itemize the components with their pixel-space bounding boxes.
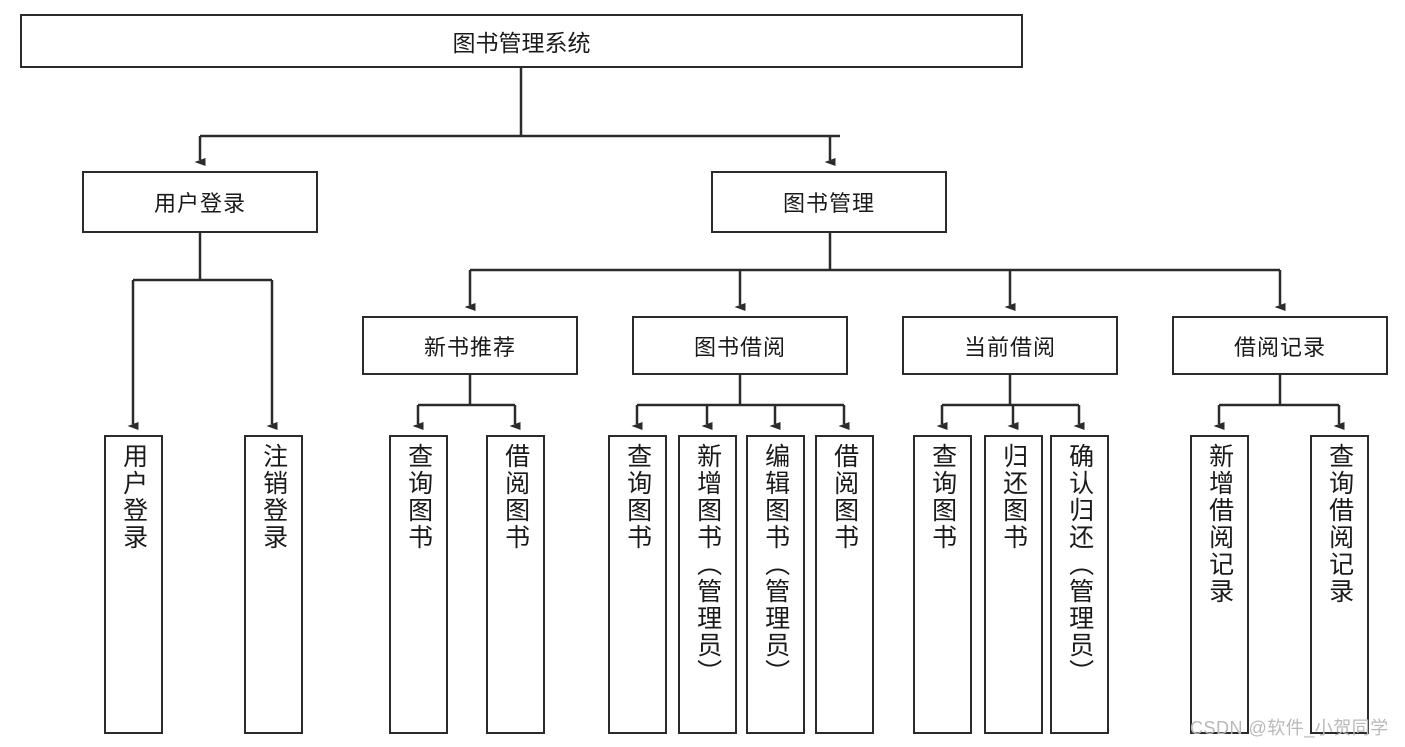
leaf-borrow-book-recommend[interactable]: 借阅图书 — [486, 435, 545, 734]
leaf-confirm-return-admin[interactable]: 确认归还（管理员） — [1050, 435, 1109, 734]
node-label: 归还图书 — [999, 443, 1028, 551]
leaf-query-book-borrow[interactable]: 查询图书 — [608, 435, 667, 734]
node-label: 借阅图书 — [501, 443, 530, 551]
leaf-edit-book-admin[interactable]: 编辑图书（管理员） — [746, 435, 805, 734]
node-label: 查询借阅记录 — [1325, 443, 1354, 605]
node-label: 编辑图书（管理员） — [761, 443, 790, 686]
leaf-query-borrow-record[interactable]: 查询借阅记录 — [1310, 435, 1369, 734]
node-label: 查询图书 — [623, 443, 652, 551]
node-label: 新增借阅记录 — [1205, 443, 1234, 605]
node-label: 查询图书 — [404, 443, 433, 551]
node-book-management[interactable]: 图书管理 — [711, 171, 947, 233]
leaf-logout-login[interactable]: 注销登录 — [244, 435, 303, 734]
node-label: 确认归还（管理员） — [1065, 443, 1094, 686]
node-label: 图书管理系统 — [452, 30, 591, 56]
node-root[interactable]: 图书管理系统 — [20, 14, 1023, 68]
node-label: 查询图书 — [928, 443, 957, 551]
node-user-login[interactable]: 用户登录 — [82, 171, 318, 233]
leaf-borrow-book[interactable]: 借阅图书 — [815, 435, 874, 734]
node-label: 借阅图书 — [830, 443, 859, 551]
leaf-return-book[interactable]: 归还图书 — [984, 435, 1043, 734]
node-label: 用户登录 — [119, 443, 148, 551]
node-label: 借阅记录 — [1233, 334, 1326, 360]
node-label: 新书推荐 — [423, 334, 516, 360]
node-label: 注销登录 — [259, 443, 288, 551]
leaf-query-book-current[interactable]: 查询图书 — [913, 435, 972, 734]
node-label: 图书借阅 — [693, 334, 786, 360]
node-label: 用户登录 — [153, 191, 246, 216]
node-current-borrow[interactable]: 当前借阅 — [902, 316, 1118, 375]
watermark: CSDN @软件_小贺同学 — [1190, 718, 1389, 738]
node-new-book-recommend[interactable]: 新书推荐 — [362, 316, 578, 375]
node-label: 图书管理 — [782, 191, 875, 216]
leaf-query-book-recommend[interactable]: 查询图书 — [389, 435, 448, 734]
leaf-add-borrow-record[interactable]: 新增借阅记录 — [1190, 435, 1249, 734]
node-book-borrow[interactable]: 图书借阅 — [632, 316, 848, 375]
node-label: 当前借阅 — [963, 334, 1056, 360]
node-label: 新增图书（管理员） — [693, 443, 722, 686]
leaf-add-book-admin[interactable]: 新增图书（管理员） — [678, 435, 737, 734]
leaf-user-login[interactable]: 用户登录 — [104, 435, 163, 734]
node-borrow-record[interactable]: 借阅记录 — [1172, 316, 1388, 375]
